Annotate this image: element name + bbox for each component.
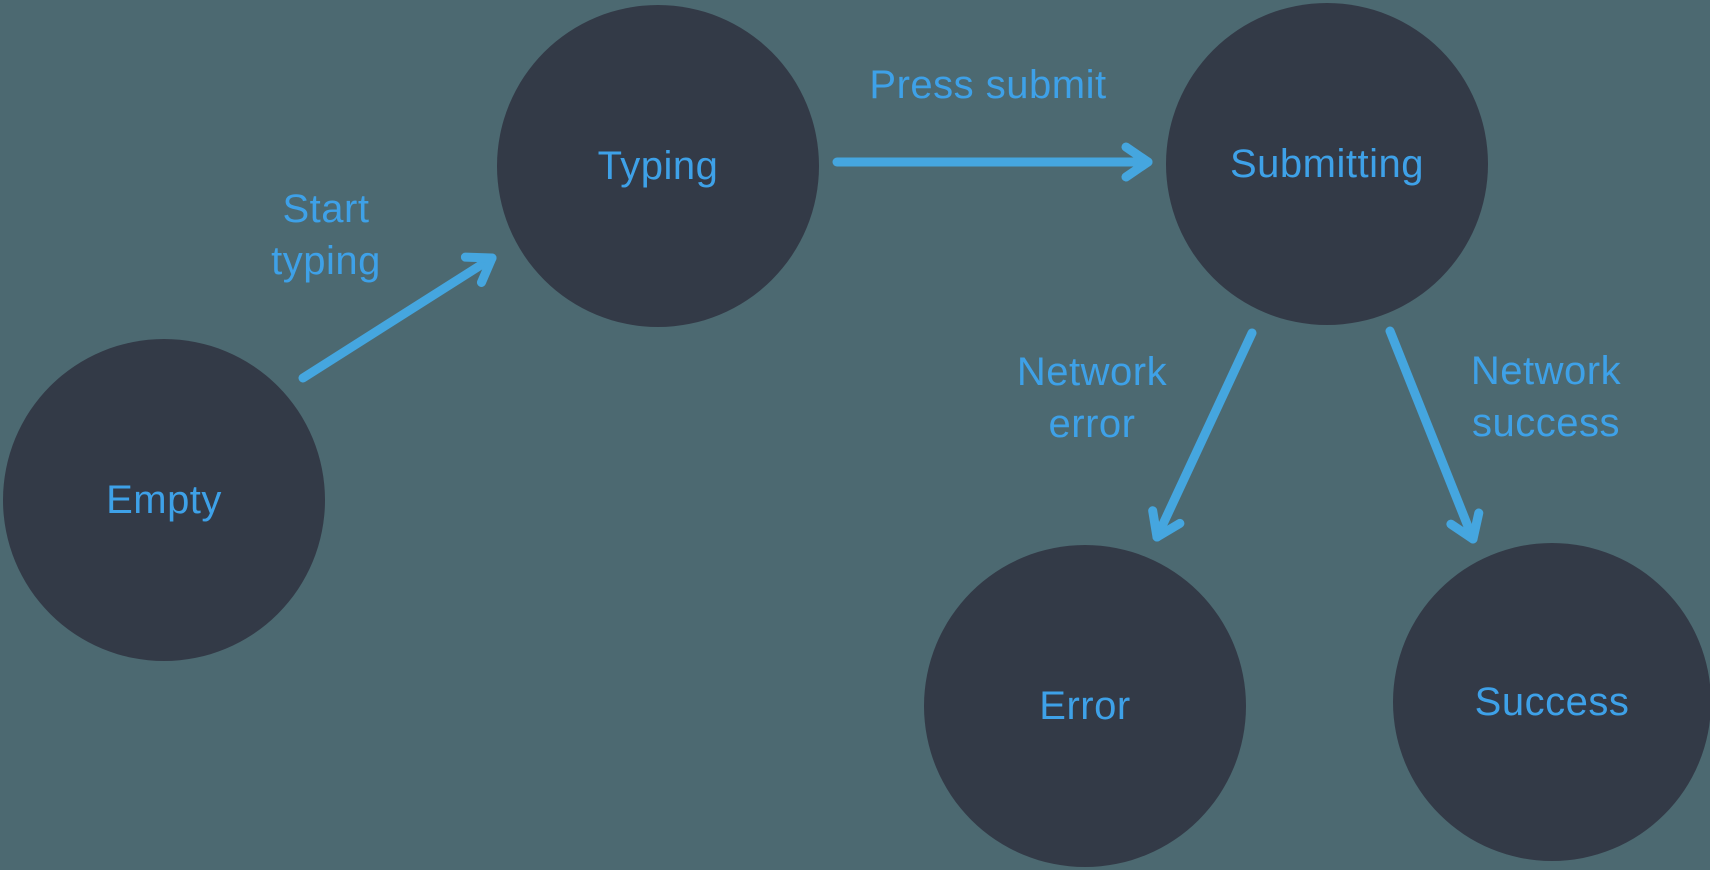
state-node-empty: Empty <box>3 339 325 661</box>
edge-arrow-empty-to-typing <box>298 252 497 383</box>
state-node-error-label: Error <box>1039 683 1131 728</box>
state-node-success-label: Success <box>1474 679 1630 724</box>
state-node-submitting: Submitting <box>1166 3 1488 325</box>
state-node-submitting-label: Submitting <box>1230 141 1424 186</box>
edge-label-press-submit: Press submit <box>869 63 1107 107</box>
state-node-empty-label: Empty <box>106 477 222 522</box>
edge-label-network-success: Network success <box>1470 349 1622 445</box>
edge-label-network-error: Network error <box>1016 350 1168 446</box>
edge-label-start-typing: Start typing <box>271 187 381 283</box>
state-node-success: Success <box>1393 543 1710 861</box>
state-node-error: Error <box>924 545 1246 867</box>
state-node-typing: Typing <box>497 5 819 327</box>
edge-arrow-submitting-to-error <box>1148 328 1257 542</box>
edge-arrow-submitting-to-success <box>1385 326 1484 544</box>
state-node-typing-label: Typing <box>597 143 719 188</box>
